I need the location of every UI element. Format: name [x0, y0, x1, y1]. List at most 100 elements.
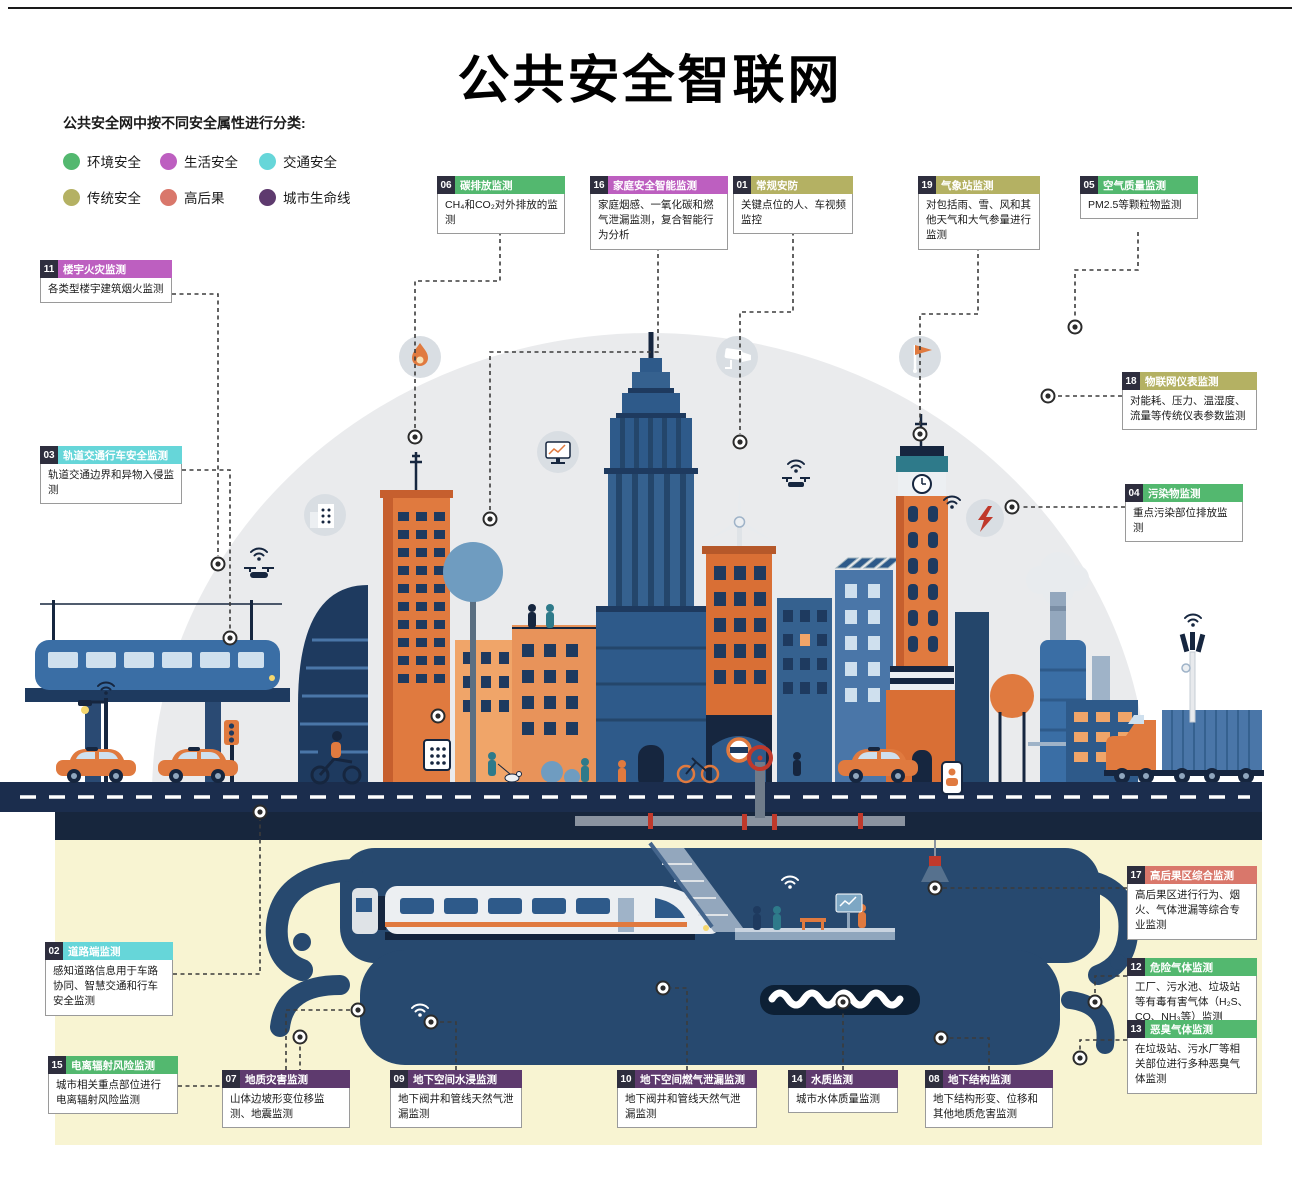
- callout-number: 08: [925, 1070, 943, 1088]
- bicycle: [676, 757, 720, 784]
- mid-block: [443, 542, 597, 790]
- callout-description: 高后果区进行行为、烟火、气体泄漏等综合专业监测: [1127, 884, 1257, 940]
- callout-number: 03: [40, 446, 58, 464]
- flame-icon: [399, 336, 441, 378]
- legend-item-traditional: 传统安全: [63, 187, 160, 207]
- callout-title: 地质灾害监测: [240, 1070, 350, 1088]
- subway-train: [352, 886, 717, 940]
- delivery-scooter: [310, 731, 362, 785]
- roadside-device-icon: [941, 761, 963, 795]
- lightning-icon: [966, 499, 1004, 537]
- callout-title: 污染物监测: [1143, 484, 1243, 502]
- legend-color-dot: [63, 188, 80, 206]
- callout-description: 山体边坡形变位移监测、地震监测: [222, 1088, 350, 1129]
- callout-description: 在垃圾站、污水厂等相关部位进行多种恶臭气体监测: [1127, 1038, 1257, 1094]
- valve-wheel-icon: [747, 745, 773, 771]
- street-lamp: [78, 681, 115, 790]
- legend-color-dot: [63, 152, 80, 170]
- legend-color-dot: [259, 152, 276, 170]
- wind-turbine: [706, 484, 773, 560]
- callout-number: 05: [1080, 176, 1098, 194]
- callout-number: 19: [918, 176, 936, 194]
- container-truck: [1104, 710, 1264, 784]
- pedestrian: [618, 760, 626, 784]
- legend-item-city-lifeline: 城市生命线: [259, 187, 379, 207]
- callout-title: 轨道交通行车安全监测: [58, 446, 182, 464]
- callout-title: 地下空间水浸监测: [408, 1070, 522, 1088]
- cctv-camera-icon: [716, 336, 758, 378]
- callout-number: 13: [1127, 1020, 1145, 1038]
- monitor-icon: [537, 431, 579, 473]
- pedestrian: [793, 752, 801, 776]
- pedestrian: [581, 758, 589, 782]
- callout-description: 地下结构形变、位移和其他地质危害监测: [925, 1088, 1053, 1129]
- callout-number: 12: [1127, 958, 1145, 976]
- legend: 公共安全网中按不同安全属性进行分类: 环境安全 生活安全 交通安全 传统安全 高…: [63, 113, 379, 207]
- callout-title: 道路端监测: [63, 942, 173, 960]
- callout-description: 地下阀井和管线天然气泄漏监测: [390, 1088, 522, 1129]
- escalator: [648, 841, 746, 932]
- callout-title: 家庭安全智能监测: [608, 176, 728, 194]
- callout-title: 危险气体监测: [1145, 958, 1257, 976]
- callout-title: 水质监测: [806, 1070, 898, 1088]
- legend-item-environment: 环境安全: [63, 151, 160, 171]
- callout-description: 轨道交通边界和异物入侵监测: [40, 464, 182, 505]
- gas-sensor: [921, 840, 949, 882]
- legend-color-dot: [160, 188, 177, 206]
- legend-color-dot: [160, 152, 177, 170]
- drone-icon: [782, 459, 810, 487]
- callout-description: 地下阀井和管线天然气泄漏监测: [617, 1088, 757, 1129]
- callout-title: 物联网仪表监测: [1140, 372, 1257, 390]
- rooftop-person: [528, 604, 536, 628]
- callout-title: 地下结构监测: [943, 1070, 1053, 1088]
- callout-number: 01: [733, 176, 751, 194]
- callout-description: 城市相关重点部位进行电离辐射风险监测: [48, 1074, 178, 1115]
- orange-tower: [380, 452, 453, 790]
- dog-walker: [488, 752, 522, 783]
- wifi-icon: [1184, 613, 1202, 628]
- callout-number: 11: [40, 260, 58, 278]
- callout-description: 家庭烟感、一氧化碳和燃气泄漏监测，复合智能行为分析: [590, 194, 728, 250]
- orange-mid-building: [702, 546, 776, 790]
- callout-number: 16: [590, 176, 608, 194]
- blue-slab-building: [955, 612, 989, 790]
- building-icon: [304, 494, 346, 536]
- callout-number: 07: [222, 1070, 240, 1088]
- callout-number: 06: [437, 176, 455, 194]
- callout-title: 空气质量监测: [1098, 176, 1198, 194]
- callout-title: 地下空间燃气泄漏监测: [635, 1070, 757, 1088]
- callout-description: 城市水体质量监测: [788, 1088, 898, 1114]
- callout-number: 04: [1125, 484, 1143, 502]
- callout-title: 碳排放监测: [455, 176, 565, 194]
- legend-intro: 公共安全网中按不同安全属性进行分类:: [63, 115, 306, 131]
- legend-item-life: 生活安全: [160, 151, 259, 171]
- callout-number: 18: [1122, 372, 1140, 390]
- platform-bench: [800, 918, 826, 922]
